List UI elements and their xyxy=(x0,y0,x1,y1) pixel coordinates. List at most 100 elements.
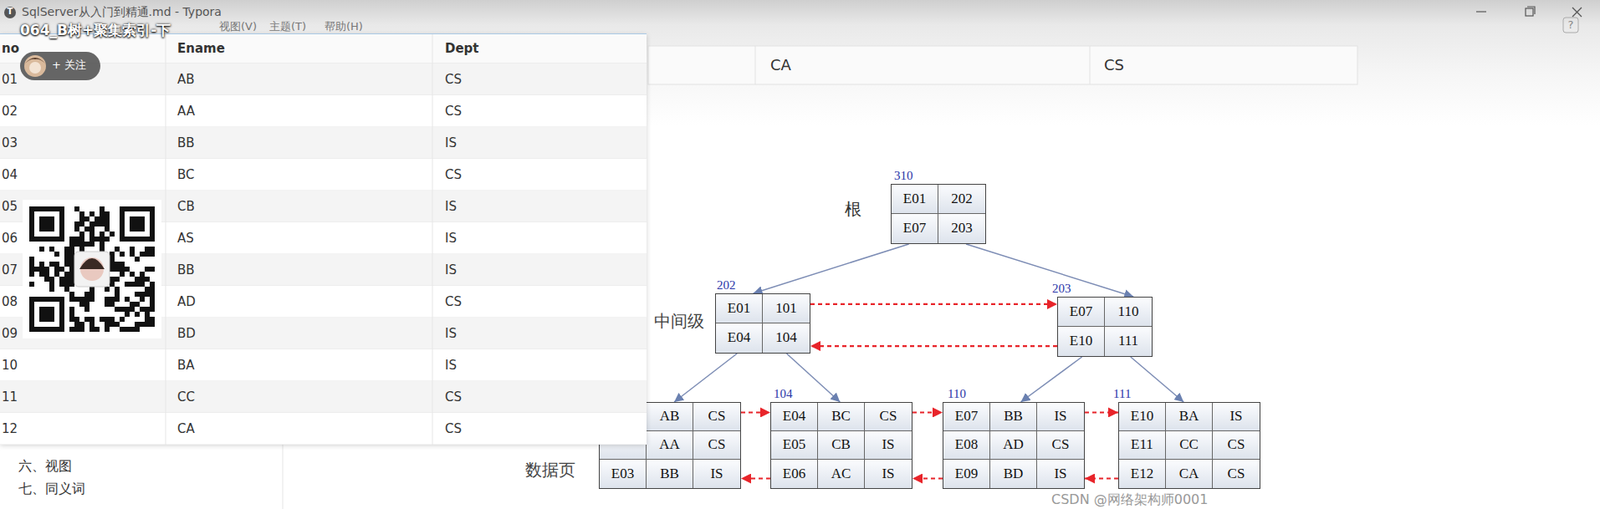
qr-module xyxy=(139,251,145,257)
qr-module xyxy=(39,261,45,267)
qr-module xyxy=(44,271,50,277)
qr-module xyxy=(104,301,110,307)
qr-module xyxy=(89,291,95,297)
qr-module xyxy=(64,286,70,292)
qr-module xyxy=(84,241,90,247)
cell-text: E01 xyxy=(903,191,926,208)
minimize-icon xyxy=(1476,10,1487,12)
qr-module xyxy=(89,226,95,232)
page-cell: E07 xyxy=(1058,297,1105,328)
page-cell: CS xyxy=(1212,460,1260,489)
table-cell: IS xyxy=(444,357,457,374)
qr-module xyxy=(129,281,135,287)
table-row xyxy=(0,413,647,445)
qr-module xyxy=(69,327,75,333)
qr-finder xyxy=(124,211,150,237)
table-row xyxy=(0,63,647,96)
cell-text: E11 xyxy=(1130,437,1154,454)
pointer-arrow xyxy=(1021,357,1083,403)
qr-finder xyxy=(39,306,55,323)
page-cell: BA xyxy=(1165,403,1213,432)
qr-module xyxy=(74,221,80,227)
qr-module xyxy=(109,316,115,323)
qr-module xyxy=(149,246,155,252)
qr-module xyxy=(74,226,80,232)
qr-module xyxy=(144,316,150,323)
qr-module xyxy=(134,322,140,328)
qr-module xyxy=(99,216,105,222)
cell-text: E04 xyxy=(782,408,806,425)
background-table xyxy=(648,46,1358,85)
qr-module xyxy=(69,266,75,272)
qr-module xyxy=(74,296,80,302)
cell-text: 101 xyxy=(775,301,798,317)
qr-module xyxy=(149,322,155,328)
qr-logo-face xyxy=(80,257,104,282)
cell-text: E10 xyxy=(1069,333,1093,350)
table-cell: CS xyxy=(444,167,462,183)
qr-module xyxy=(69,241,75,247)
table-cell: IS xyxy=(444,230,457,246)
sibling-link xyxy=(741,477,771,480)
cell-text: CB xyxy=(831,437,851,454)
qr-module xyxy=(134,276,140,282)
qr-module xyxy=(129,306,135,312)
table-cell: AA xyxy=(177,103,195,119)
qr-module xyxy=(134,291,140,297)
qr-module xyxy=(39,246,45,252)
qr-module xyxy=(49,276,55,282)
qr-module xyxy=(124,296,130,302)
qr-module xyxy=(139,291,145,297)
qr-module xyxy=(99,236,105,242)
page-cell: E04 xyxy=(771,403,818,432)
qr-module xyxy=(79,221,85,227)
qr-module xyxy=(129,301,135,307)
cell-text: AA xyxy=(659,437,680,454)
qr-module xyxy=(69,291,75,297)
qr-module xyxy=(59,266,65,272)
qr-module xyxy=(59,281,65,287)
qr-module xyxy=(129,327,135,333)
qr-module xyxy=(104,216,110,222)
window-title: SqlServer从入门到精通.md - Typora xyxy=(21,5,222,20)
qr-module xyxy=(64,271,70,277)
page-cell: CS xyxy=(864,403,912,432)
table-cell: BC xyxy=(177,167,195,183)
qr-module xyxy=(49,261,55,267)
qr-module xyxy=(144,266,150,272)
follow-button xyxy=(20,51,101,81)
table-cell: 10 xyxy=(1,357,18,374)
page-cell: BB xyxy=(646,460,694,489)
qr-finder xyxy=(29,206,65,242)
qr-module xyxy=(69,246,75,252)
watermark: CSDN @网络架构师0001 xyxy=(1051,491,1208,508)
index-page: E01202E07203310 xyxy=(890,184,987,245)
qr-finder xyxy=(129,216,145,232)
cell-text: E12 xyxy=(1130,466,1154,483)
qr-module xyxy=(134,327,140,333)
qr-module xyxy=(144,311,150,317)
cell-text: AD xyxy=(1002,437,1024,454)
page-cell: 111 xyxy=(1104,327,1152,357)
qr-module xyxy=(99,231,105,237)
table-cell: BD xyxy=(177,326,196,342)
page-cell: IS xyxy=(1212,403,1260,432)
qr-module xyxy=(149,306,155,312)
page-cell: AD xyxy=(990,431,1038,461)
page-cell: E01 xyxy=(715,294,763,324)
table-cell: IS xyxy=(444,135,457,151)
qr-module xyxy=(109,281,115,287)
cell-text: E04 xyxy=(727,330,751,347)
cell-text: E08 xyxy=(955,437,978,454)
qr-module xyxy=(79,236,85,242)
qr-module xyxy=(64,276,70,282)
qr-module xyxy=(114,291,120,297)
qr-module xyxy=(79,322,85,328)
qr-module xyxy=(29,266,35,272)
page-cell: 110 xyxy=(1104,297,1152,328)
cell-text: 111 xyxy=(1118,333,1139,350)
level-label: 数据页 xyxy=(525,460,576,481)
cell-text: 202 xyxy=(950,191,973,208)
qr-module xyxy=(94,236,100,242)
data-page: E04BCCSE05CBISE06ACIS104 xyxy=(770,402,913,490)
